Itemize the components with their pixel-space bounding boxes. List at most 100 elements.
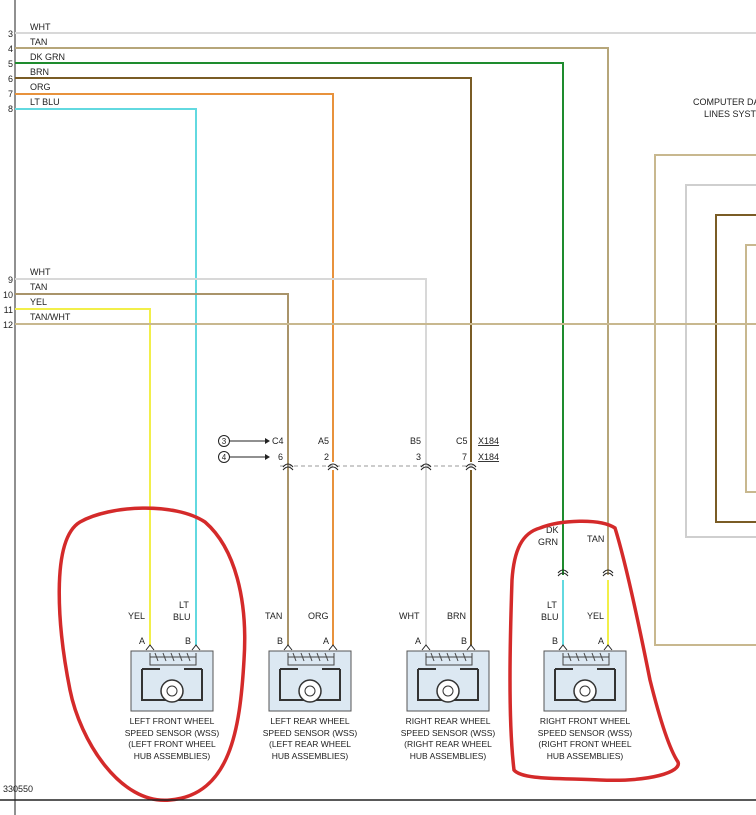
wire-label: ORG — [30, 82, 51, 92]
sensor-name: SPEED SENSOR (WSS) — [125, 728, 220, 738]
sensor-name: SPEED SENSOR (WSS) — [538, 728, 633, 738]
pin-number: 8 — [8, 104, 13, 114]
wire-label: ORG — [308, 611, 329, 621]
pin-letter: B — [461, 636, 467, 646]
wire-label: YEL — [128, 611, 145, 621]
module-outline-4 — [745, 244, 756, 493]
sensor-gear-hub — [442, 685, 454, 697]
connector-cavity: C5 — [456, 436, 468, 446]
sensor-right-front: LT BLU YEL B A RIGHT FRONT WHEEL SPEED S… — [538, 600, 633, 761]
pin-letter: A — [139, 636, 145, 646]
pin-arrow — [328, 644, 338, 651]
wire-tan-row4 — [15, 47, 609, 575]
pin-letter: B — [185, 636, 191, 646]
pin-letter: A — [415, 636, 421, 646]
pin-number: 5 — [8, 59, 13, 69]
wire-wht-row9 — [15, 278, 427, 645]
pin-number: 11 — [4, 305, 13, 315]
connector-cavity: B5 — [410, 436, 421, 446]
sensor-name: RIGHT REAR WHEEL — [406, 716, 491, 726]
pin-number: 12 — [3, 320, 13, 330]
sensor-coil — [149, 652, 197, 666]
module-outline-1 — [654, 154, 756, 646]
module-label-line1: COMPUTER DA — [693, 97, 756, 107]
module-outline-2 — [685, 184, 756, 538]
sensor-left-front: YEL LT BLU A B LEFT FRONT WHEEL SPEED SE… — [125, 600, 220, 761]
connector-cavity: A5 — [318, 436, 329, 446]
wire-label: WHT — [30, 22, 51, 32]
pin-arrow — [283, 644, 293, 651]
wire-label: WHT — [399, 611, 420, 621]
sensor-name: HUB ASSEMBLIES) — [134, 751, 211, 761]
sensor-name: (LEFT FRONT WHEEL — [128, 739, 216, 749]
wire-ltblu-row8 — [15, 108, 197, 645]
wire-label: BRN — [447, 611, 466, 621]
connector-pin: 6 — [278, 452, 283, 462]
pin-letter: B — [277, 636, 283, 646]
module-label-line2: LINES SYST — [704, 109, 756, 119]
wire-label: YEL — [30, 297, 47, 307]
wire-label: DK GRN — [30, 52, 65, 62]
sensor-coil — [287, 652, 335, 666]
connector-ref-circle — [218, 435, 230, 447]
pin-letter: A — [598, 636, 604, 646]
wire-label: TAN — [30, 282, 47, 292]
wire-dkgrn-row5 — [15, 62, 564, 575]
wire-tan-row10 — [15, 293, 289, 645]
wire-org-row7 — [15, 93, 334, 462]
pin-number: 3 — [8, 29, 13, 39]
sensor-gear-icon — [436, 679, 460, 703]
sensor-name: LEFT REAR WHEEL — [270, 716, 349, 726]
wire-label: TAN/WHT — [30, 312, 71, 322]
connector-pin: 7 — [462, 452, 467, 462]
pin-arrow — [191, 644, 201, 651]
sensor-gear-icon — [160, 679, 184, 703]
connector-pin: 2 — [324, 452, 329, 462]
connector-chevron — [282, 463, 294, 471]
sensor-gear-hub — [166, 685, 178, 697]
connector-tag: X184 — [478, 436, 499, 446]
wire-label: YEL — [587, 611, 604, 621]
top-wire-group: 3 WHT 4 TAN 5 DK GRN 6 BRN 7 ORG 8 LT BL… — [8, 22, 756, 645]
sensor-name: HUB ASSEMBLIES) — [547, 751, 624, 761]
sensor-gear-icon — [573, 679, 597, 703]
connector-cavity: C4 — [272, 436, 284, 446]
mid-wire-group: 9 WHT 10 TAN 11 YEL 12 TAN/WHT — [3, 267, 756, 645]
wire-label: TAN — [265, 611, 282, 621]
sensor-name: (RIGHT FRONT WHEEL — [538, 739, 631, 749]
connector-references: 3 4 C4 A5 B5 C5 X184 6 2 3 7 X184 — [218, 435, 499, 471]
sensor-name: RIGHT FRONT WHEEL — [540, 716, 631, 726]
connector-tag: X184 — [478, 452, 499, 462]
wire-brn-row6 — [15, 77, 472, 462]
arrow-head — [265, 438, 270, 444]
sensor-name: SPEED SENSOR (WSS) — [401, 728, 496, 738]
pin-arrow — [145, 644, 155, 651]
connector-chevron — [557, 569, 569, 577]
arrow-head — [265, 454, 270, 460]
wire-label: DK — [546, 525, 559, 535]
sensor-gear-hub — [579, 685, 591, 697]
figure-number: 330550 — [3, 784, 33, 794]
pin-number: 6 — [8, 74, 13, 84]
annotation-loop-right — [508, 519, 680, 783]
computer-data-lines-module: COMPUTER DA LINES SYST — [654, 97, 756, 646]
sensor-gear-icon — [298, 679, 322, 703]
connector-ref-circle — [218, 451, 230, 463]
connector-chevron — [602, 569, 614, 577]
wire-label: BLU — [541, 612, 559, 622]
sensor-name: HUB ASSEMBLIES) — [410, 751, 487, 761]
pin-arrow — [466, 644, 476, 651]
pin-arrow — [603, 644, 613, 651]
wire-label: LT — [547, 600, 557, 610]
annotation-loop-left — [57, 506, 247, 802]
connector-chevron — [420, 463, 432, 471]
module-outline-3 — [715, 214, 756, 523]
connector-ref-number: 3 — [222, 437, 227, 446]
wire-label: LT — [179, 600, 189, 610]
pin-arrow — [421, 644, 431, 651]
wire-label: BRN — [30, 67, 49, 77]
pin-number: 7 — [8, 89, 13, 99]
pin-number: 10 — [3, 290, 13, 300]
wire-label: GRN — [538, 537, 558, 547]
